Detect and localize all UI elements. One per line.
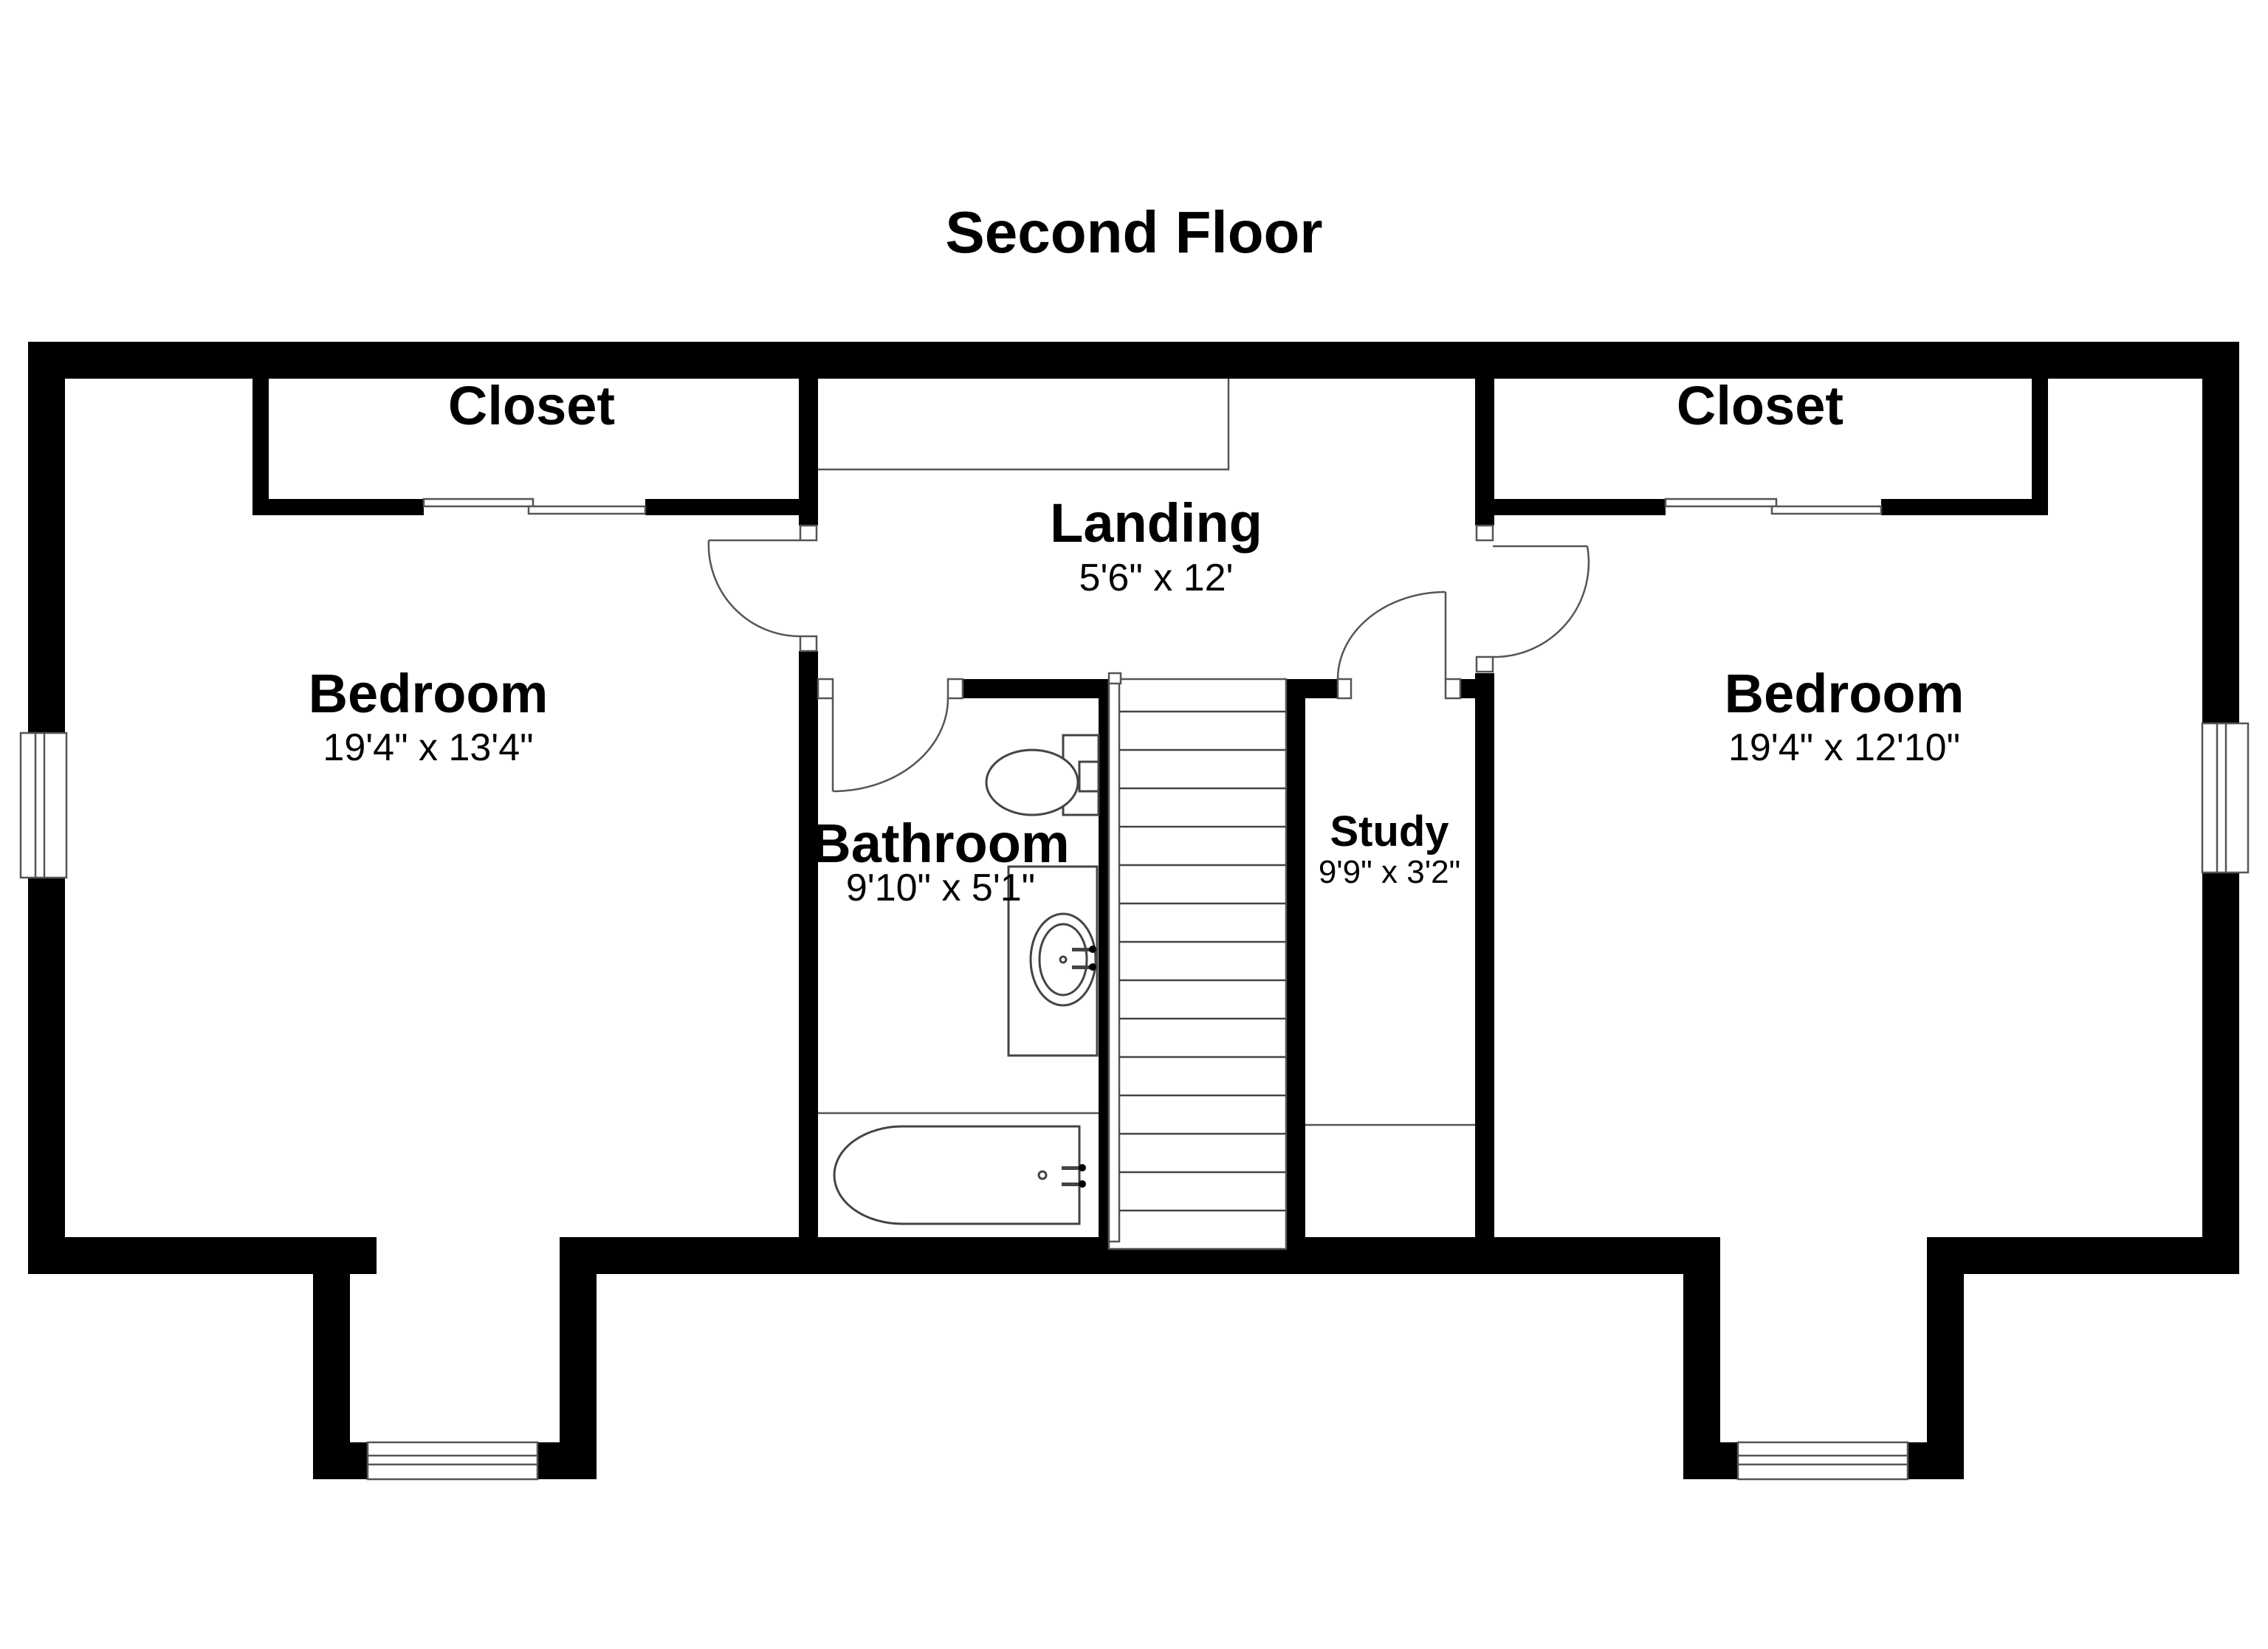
- study-dims: 9'9" x 3'2": [1319, 854, 1460, 890]
- room-labels: Closet Closet Landing 5'6" x 12' Bedroom…: [309, 375, 1965, 909]
- exterior-walls: [28, 342, 2239, 1479]
- bedroom-left-dims: 19'4" x 13'4": [323, 726, 533, 769]
- bathroom-fixtures: [818, 734, 1100, 1225]
- window-bottom-left: [366, 1441, 539, 1481]
- doors: [707, 524, 1590, 793]
- closet-left-label: Closet: [448, 375, 615, 436]
- bedroom-right-dims: 19'4" x 12'10": [1728, 726, 1960, 769]
- bathroom-dims: 9'10" x 5'1": [846, 867, 1035, 909]
- bedroom-right-label: Bedroom: [1725, 663, 1965, 724]
- floor-title: Second Floor: [945, 199, 1322, 265]
- windows: [19, 722, 2250, 1481]
- landing-cupboard: [818, 379, 1230, 471]
- toilet: [985, 734, 1100, 816]
- study-label: Study: [1330, 808, 1449, 856]
- landing-dims: 5'6" x 12': [1079, 557, 1234, 599]
- interior-walls: [252, 375, 2048, 1242]
- closet-doors: [422, 498, 1883, 515]
- bathroom-label: Bathroom: [811, 813, 1069, 874]
- bedroom-left-label: Bedroom: [309, 663, 549, 724]
- basin: [1007, 865, 1099, 1057]
- landing-label: Landing: [1050, 492, 1262, 554]
- bathtub: [818, 1112, 1099, 1225]
- window-bottom-right: [1736, 1441, 1909, 1481]
- closet-right-label: Closet: [1677, 375, 1843, 436]
- staircase: [1107, 672, 1288, 1250]
